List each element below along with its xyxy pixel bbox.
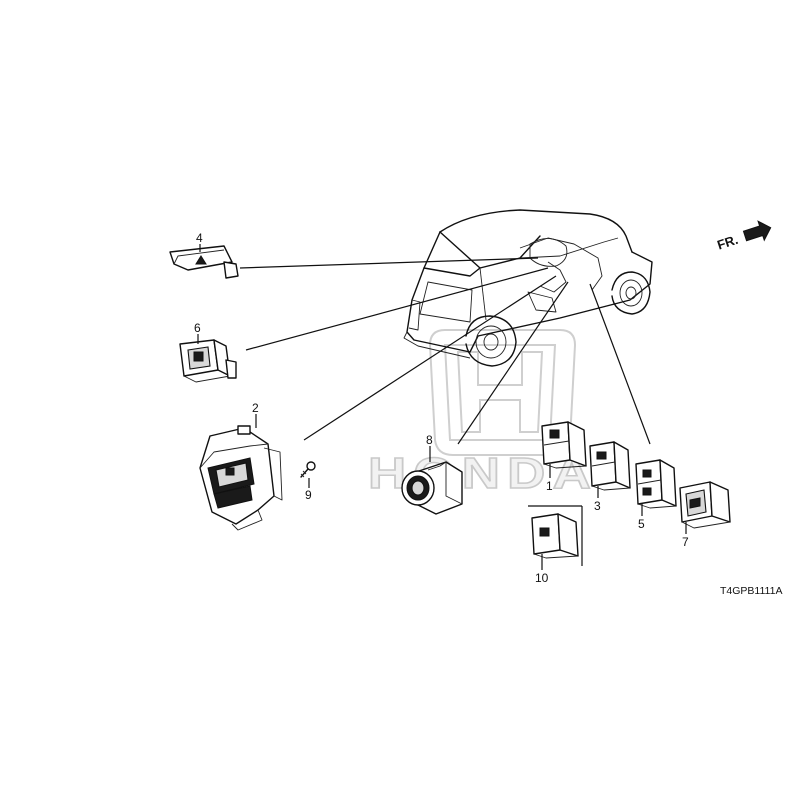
leader-group bbox=[589, 283, 651, 445]
part-1-switch[interactable] bbox=[541, 421, 587, 469]
callout-9: 9 bbox=[305, 488, 312, 502]
leader-2 bbox=[303, 275, 557, 441]
direction-label: FR. bbox=[715, 232, 740, 253]
callout-6: 6 bbox=[194, 321, 201, 335]
part-2-combination-switch[interactable] bbox=[199, 425, 283, 531]
callout-labels: 4 6 2 9 8 1 3 5 7 10 bbox=[194, 231, 689, 585]
front-direction-indicator: FR. bbox=[715, 220, 772, 253]
part-9-screw[interactable] bbox=[300, 461, 316, 478]
button-symbol-icon bbox=[193, 351, 204, 362]
part-8-start-switch[interactable] bbox=[401, 461, 463, 515]
part-5-switch[interactable] bbox=[635, 459, 677, 509]
diagram-code: T4GPB1111A bbox=[720, 585, 782, 597]
callout-8: 8 bbox=[426, 433, 433, 447]
callout-2: 2 bbox=[252, 401, 259, 415]
callout-ticks bbox=[197, 244, 687, 570]
leader-4 bbox=[239, 257, 539, 269]
leader-6 bbox=[245, 267, 549, 351]
callout-1: 1 bbox=[546, 479, 553, 493]
vehicle-outline bbox=[403, 209, 653, 367]
callout-7: 7 bbox=[682, 535, 689, 549]
hazard-triangle-icon bbox=[195, 255, 207, 265]
leader-lines bbox=[239, 257, 651, 566]
leader-8 bbox=[457, 281, 569, 445]
part-7-switch[interactable] bbox=[679, 481, 731, 529]
part-4-hazard-switch[interactable] bbox=[169, 245, 239, 279]
part-10-switch[interactable] bbox=[531, 513, 579, 559]
callout-4: 4 bbox=[196, 231, 203, 245]
part-6-switch[interactable] bbox=[179, 339, 237, 383]
arrow-right-icon bbox=[742, 220, 772, 242]
callout-5: 5 bbox=[638, 517, 645, 531]
callout-10: 10 bbox=[535, 571, 549, 585]
part-3-switch[interactable] bbox=[589, 441, 631, 491]
callout-3: 3 bbox=[594, 499, 601, 513]
